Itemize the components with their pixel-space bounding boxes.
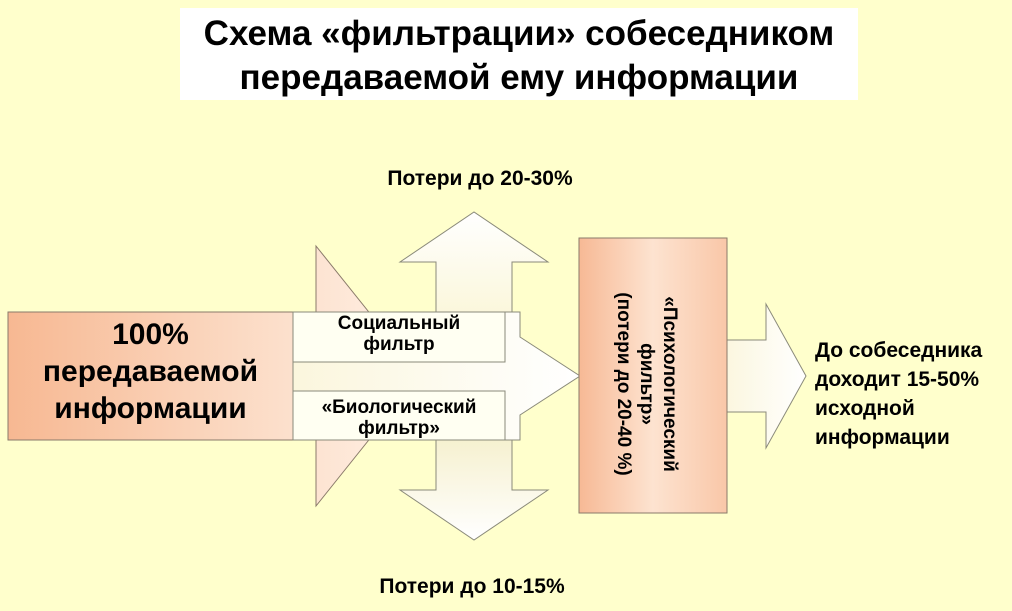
source-line-3: информации	[54, 392, 247, 425]
psychological-filter-line-1: «Психологический	[659, 296, 680, 472]
title-line-2: передаваемой ему информации	[239, 58, 799, 97]
title-line-1: Схема «фильтрации» собеседником	[203, 14, 835, 53]
biological-filter-box	[292, 390, 506, 441]
result-line-1: До собеседника	[815, 339, 983, 362]
psychological-filter-label: «Психологический фильтр» (потери до 20-4…	[613, 240, 681, 528]
social-filter-line-1: Социальный	[337, 313, 461, 334]
social-filter-box	[292, 311, 506, 363]
top-loss-label: Потери до 20-30%	[387, 167, 573, 190]
up-loss-arrow	[398, 211, 550, 313]
title-box: Схема «фильтрации» собеседником передава…	[180, 8, 858, 100]
source-arrow	[7, 244, 421, 508]
psychological-filter-line-2: фильтр»	[636, 343, 657, 425]
social-filter-line-2: фильтр	[363, 334, 435, 355]
result-line-3: исходной	[815, 397, 915, 420]
bottom-loss-label: Потери до 10-15%	[379, 575, 565, 598]
down-loss-arrow	[398, 439, 550, 541]
output-arrow	[719, 302, 807, 450]
result-label: До собеседника доходит 15-50% исходной и…	[815, 336, 1010, 452]
biological-filter-line-1: «Биологический	[321, 397, 477, 418]
biological-filter-line-2: фильтр»	[358, 418, 440, 439]
psychological-filter-line-3: (потери до 20-40 %)	[613, 292, 634, 476]
source-label: 100% передаваемой информации	[8, 316, 293, 427]
result-line-4: информации	[815, 426, 950, 449]
biological-filter-label: «Биологический фильтр»	[293, 397, 505, 439]
source-line-2: передаваемой	[42, 355, 259, 388]
social-filter-label: Социальный фильтр	[293, 313, 505, 355]
psychological-filter-box	[578, 237, 728, 514]
result-line-2: доходит 15-50%	[815, 368, 980, 391]
source-line-1: 100%	[112, 318, 189, 351]
